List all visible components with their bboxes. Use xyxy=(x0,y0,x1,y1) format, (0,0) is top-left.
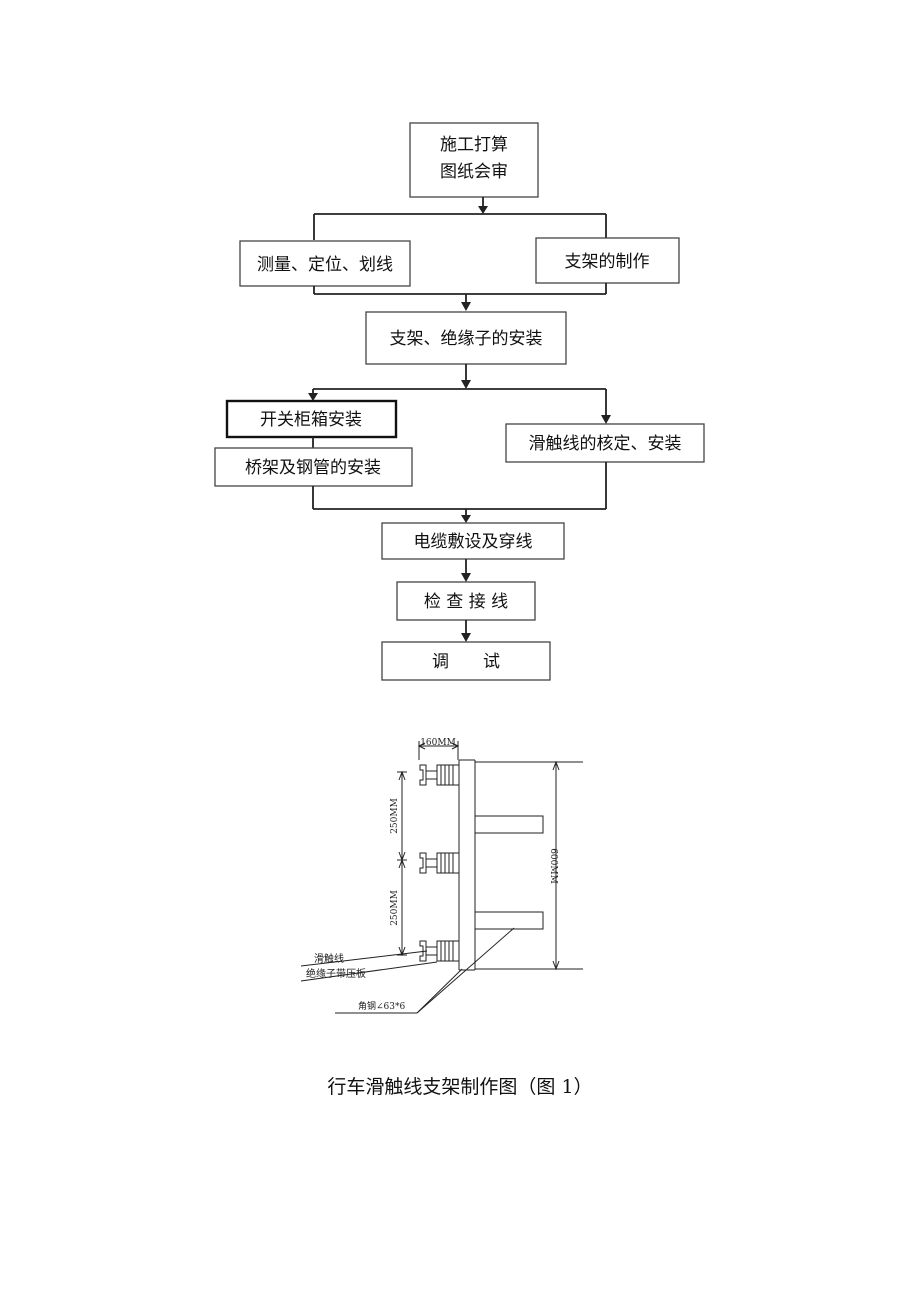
node-text-switchgear: 开关柜箱安装 xyxy=(260,410,362,430)
label-trolley-line: 滑触线 xyxy=(314,952,344,965)
node-text-trolley: 滑触线的核定、安装 xyxy=(529,434,682,454)
leader-angle-steel-2 xyxy=(416,927,515,1014)
node-text-measure: 测量、定位、划线 xyxy=(257,255,393,275)
leader-insulator xyxy=(300,961,438,982)
node-text-prep-2: 图纸会审 xyxy=(440,162,508,182)
node-text-prep-1: 施工打算 xyxy=(440,135,508,155)
label-insulator: 绝缘子带压板 xyxy=(306,967,366,980)
node-measure-position xyxy=(239,240,411,287)
node-text-cable: 电缆敷设及穿线 xyxy=(414,532,533,552)
node-construction-prep xyxy=(409,122,539,198)
support-plate-lower xyxy=(474,911,544,930)
flowchart xyxy=(214,122,705,681)
insulator-top xyxy=(419,764,460,786)
dim-left-lower-label: 250MM xyxy=(390,890,400,926)
bracket-drawing xyxy=(300,741,583,1014)
figure-caption: 行车滑触线支架制作图（图 1） xyxy=(327,1076,593,1098)
dim-right-label: 600MM xyxy=(548,848,558,884)
label-angle-steel: 角钢∠63*6 xyxy=(358,1000,405,1012)
node-text-tray: 桥架及钢管的安装 xyxy=(245,458,381,478)
dim-left-upper-label: 250MM xyxy=(390,798,400,834)
node-commissioning xyxy=(381,641,551,681)
node-text-bracket: 支架的制作 xyxy=(565,252,650,272)
node-bracket-fabrication xyxy=(535,237,680,284)
node-trolley-line-install xyxy=(505,423,705,463)
node-text-bracket-insulator: 支架、绝缘子的安装 xyxy=(390,329,543,349)
leader-angle-steel-1 xyxy=(416,968,463,1014)
node-check-wiring xyxy=(396,581,536,621)
dim-top-label: 160MM xyxy=(420,738,456,748)
support-plate-upper xyxy=(474,815,544,834)
node-bracket-insulator-install xyxy=(365,311,567,365)
node-text-commission: 调 试 xyxy=(432,652,500,672)
node-switchgear-install xyxy=(225,399,398,439)
node-tray-conduit-install xyxy=(214,447,413,487)
node-text-check: 检 查 接 线 xyxy=(424,592,508,612)
leader-trolley-line xyxy=(300,950,428,967)
insulator-middle xyxy=(419,852,460,874)
node-cable-laying xyxy=(381,522,565,560)
